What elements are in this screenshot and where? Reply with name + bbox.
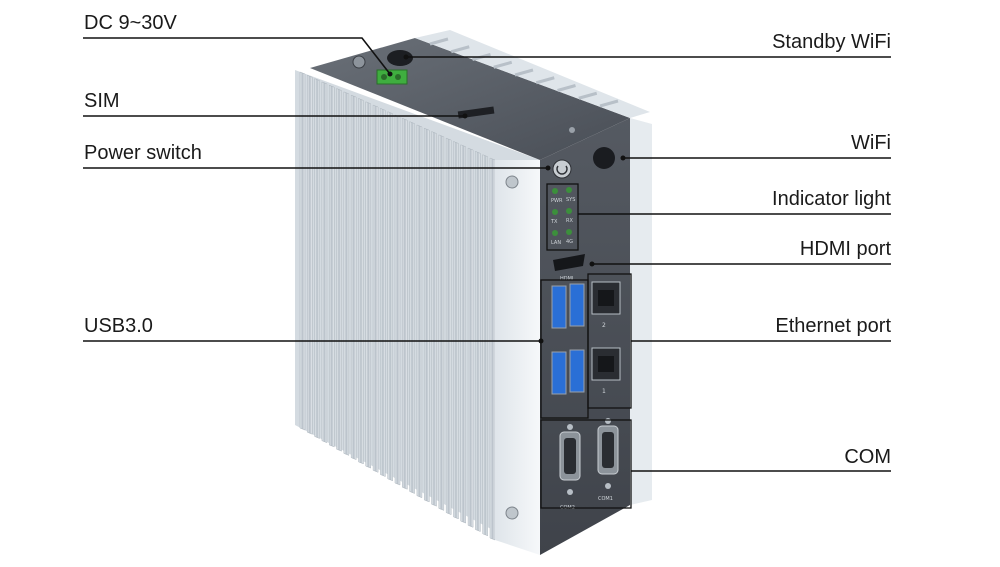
heatsink-fin [402, 117, 408, 490]
heatsink-fin [299, 71, 306, 431]
label-sim: SIM [84, 90, 120, 112]
top-fin [429, 37, 449, 46]
led-tag-rx: RX [566, 218, 573, 224]
label-hdmi-port: HDMI port [799, 238, 891, 260]
heatsink-fin [307, 74, 313, 435]
label-wifi: WiFi [851, 132, 891, 154]
top-fin [450, 45, 470, 54]
top-surface [310, 30, 650, 160]
com-box [540, 419, 632, 509]
heatsink-fin [336, 88, 342, 452]
leader-dots [387, 54, 626, 344]
heatsink-fin [445, 137, 452, 515]
ethernet-ports: 2 1 [591, 281, 621, 395]
hdmi-connector [553, 254, 585, 271]
top-fin [599, 99, 619, 108]
heatsink-fin [409, 121, 415, 494]
top-fin [514, 68, 534, 77]
lan-tag-2: 2 [602, 322, 606, 329]
heatsink-fin [365, 101, 372, 469]
heatsink-side [295, 70, 540, 555]
heatsink-fin [314, 78, 320, 439]
heatsink-fin [394, 114, 401, 486]
front-panel: PWR SYS TX RX LAN 4G HDMI 2 1 [540, 118, 630, 555]
indicator-box [546, 183, 579, 251]
top-fin [493, 60, 513, 69]
power-button [552, 159, 572, 179]
top-fin [557, 84, 576, 92]
label-ethernet-port: Ethernet port [775, 315, 891, 337]
led-tag-lan: LAN [551, 240, 561, 246]
indicator-leds: PWR SYS TX RX LAN 4G [550, 187, 575, 246]
heatsink-fin [453, 141, 459, 520]
usb-ports [551, 283, 585, 395]
com-ports: COM2 COM1 [559, 418, 619, 511]
heatsink-fin [380, 108, 386, 477]
led-tag-pwr: PWR [551, 198, 563, 204]
heatsink-fin [343, 91, 350, 456]
heatsink-fin [438, 134, 445, 511]
heatsink-fin [387, 111, 393, 482]
leader-lines [83, 37, 891, 472]
heatsink-fin [328, 84, 335, 448]
heatsink-fin [416, 124, 423, 499]
hdmi-tag: HDMI [560, 276, 573, 282]
leader-dc [83, 37, 391, 75]
heatsink-fin [372, 104, 379, 473]
heatsink-fin [358, 98, 364, 465]
label-standby-wifi: Standby WiFi [772, 31, 891, 53]
heatsink-fin [489, 157, 496, 541]
led-tag-sys: SYS [566, 197, 575, 203]
heatsink-fin [321, 81, 328, 444]
heatsink-fin [482, 154, 488, 537]
heatsink-fin [350, 94, 357, 460]
led-tag-4g: 4G [566, 239, 573, 245]
label-power-switch: Power switch [84, 142, 202, 164]
com-tag-1: COM1 [598, 496, 613, 502]
label-com: COM [844, 446, 891, 468]
wifi-hole [593, 147, 615, 169]
label-indicator-light: Indicator light [772, 188, 891, 210]
dc-terminal [376, 69, 408, 85]
top-fin [578, 91, 598, 100]
heatsink-fin [460, 144, 467, 524]
standby-wifi-hole [387, 50, 413, 66]
heatsink-fin [467, 147, 474, 528]
lan-tag-1: 1 [602, 388, 606, 395]
label-dc: DC 9~30V [84, 12, 177, 34]
label-usb: USB3.0 [84, 315, 153, 337]
heatsink-fin [431, 131, 437, 507]
led-tag-tx: TX [550, 219, 558, 225]
heatsink-fin [423, 127, 430, 503]
top-fin [535, 76, 555, 85]
